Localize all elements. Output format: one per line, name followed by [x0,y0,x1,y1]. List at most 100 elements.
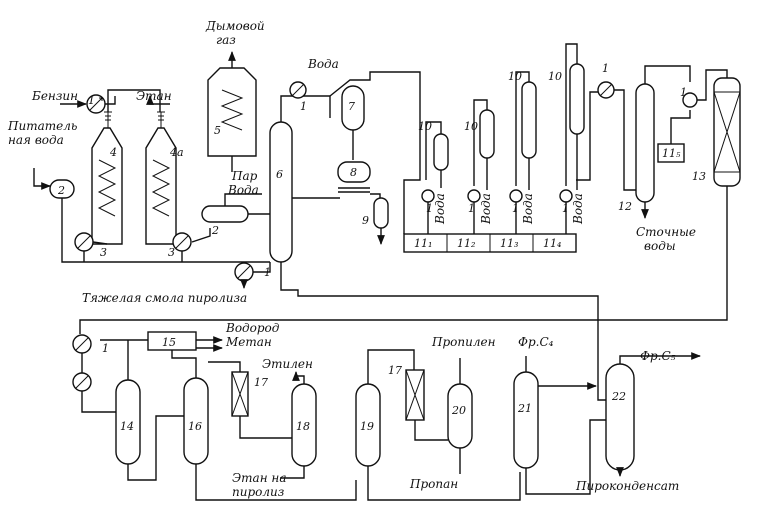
compressor-feed-line [403,150,421,234]
label-propylene: Пропилен [431,335,496,349]
tag-1-c2: 1 [468,202,475,215]
tag-12: 12 [618,200,632,213]
tag-11-4: 11₄ [543,237,561,250]
tag-11-5: 11₅ [662,147,681,160]
vessel-9 [373,197,389,245]
tag-11-2: 11₂ [457,237,475,250]
tag-2: 2 [57,184,65,197]
unit-15 [100,331,223,352]
quench-exchanger-3a [74,232,94,252]
column-19 [355,349,415,467]
label-water-c3: Вода [521,193,535,225]
tag-17a: 17 [254,376,268,389]
compressor-11-5 [657,92,698,163]
label-flue-gas-2: газ [216,33,236,47]
tag-16: 16 [188,420,202,433]
furnace-top-line [107,89,161,112]
label-hydrogen: Водород [225,321,280,335]
tag-2-separator: 2 [211,224,219,237]
tag-17b: 17 [388,364,402,377]
separator-10c [509,71,537,203]
tag-14: 14 [120,420,134,433]
column-21 [513,356,606,495]
label-ethane-recycle-2: пиролиз [232,485,284,499]
tag-1-c1: 1 [426,202,433,215]
label-ethylene: Этилен [262,357,313,371]
label-methane: Метан [225,335,272,349]
tag-22: 22 [611,390,626,403]
tag-1-cooler: 1 [264,266,271,279]
tag-10b: 10 [464,120,478,133]
label-water-c1: Вода [433,193,447,225]
column-14 [115,340,184,481]
tag-15: 15 [162,336,176,349]
label-water-6: Вода [227,183,259,197]
reactor-17b [405,369,448,441]
label-fr-c5: Фр.С₅ [640,349,676,363]
label-water-c2: Вода [479,193,493,225]
tag-19: 19 [360,420,374,433]
tag-5: 5 [214,124,221,137]
waste-heat-boiler-5 [207,51,257,172]
column-18 [280,371,317,479]
column-12 [635,65,691,219]
vessel-8 [337,161,381,204]
compressor-block-11 [403,233,577,253]
tag-1-13: 1 [680,86,687,99]
compressor-interstage-lines [427,91,598,234]
tag-1-top: 1 [300,100,307,113]
tag-4: 4 [109,146,117,159]
separator-10d [559,43,585,203]
vessel-7 [341,85,365,160]
label-gasoline: Бензин [31,89,78,103]
tag-1-stage: 1 [602,62,609,75]
label-steam: Пар [231,169,258,183]
tag-1-gasoline: 1 [88,94,95,107]
tag-10c: 10 [508,70,522,83]
dryer-13 [79,69,741,334]
label-water-c4: Вода [571,193,585,225]
column-19-bottoms [367,466,521,501]
tag-10d: 10 [548,70,562,83]
tag-11-3: 11₃ [500,237,518,250]
tag-18: 18 [296,420,310,433]
tag-13: 13 [692,170,706,183]
cooler-1-stage [597,81,636,191]
cooler-1-bottom-left [72,334,116,413]
tag-21: 21 [517,402,532,415]
label-heavy-tar: Тяжелая смола пиролиза [82,291,247,305]
drum-2 [33,168,75,232]
separator-10b [467,99,495,203]
tag-1-c3: 1 [512,202,519,215]
tag-8: 8 [350,166,357,179]
separator-drum [201,193,270,223]
feed-to-22 [597,340,606,401]
column-22 [605,352,701,477]
label-waste-water-1: Сточные [636,225,696,239]
tag-3b: 3 [168,246,175,259]
furnace-4a [145,111,177,245]
furnace-4 [91,111,123,245]
label-feed-water-2: ная вода [8,133,64,147]
label-propane: Пропан [409,477,458,491]
label-flue-gas-1: Дымовой [205,19,265,33]
tag-11-1: 11₁ [414,237,432,250]
quench-exchanger-3b [172,232,192,252]
label-pyrocondensate: Пироконденсат [575,479,679,493]
column-16 [171,350,357,501]
label-water-top: Вода [307,57,339,71]
tag-7: 7 [348,100,355,113]
tag-4a: 4а [169,146,184,159]
tag-1-c4: 1 [562,202,569,215]
label-feed-water-1: Питатель [7,119,77,133]
tag-9: 9 [362,214,369,227]
cooler-1-bottom [234,262,271,289]
label-ethane-recycle-1: Этан на [232,471,287,485]
label-fr-c4: Фр.С₄ [518,335,554,349]
tag-6: 6 [276,168,283,181]
quench-lines [61,228,270,263]
tag-20: 20 [451,404,466,417]
label-waste-water-2: воды [644,239,676,253]
